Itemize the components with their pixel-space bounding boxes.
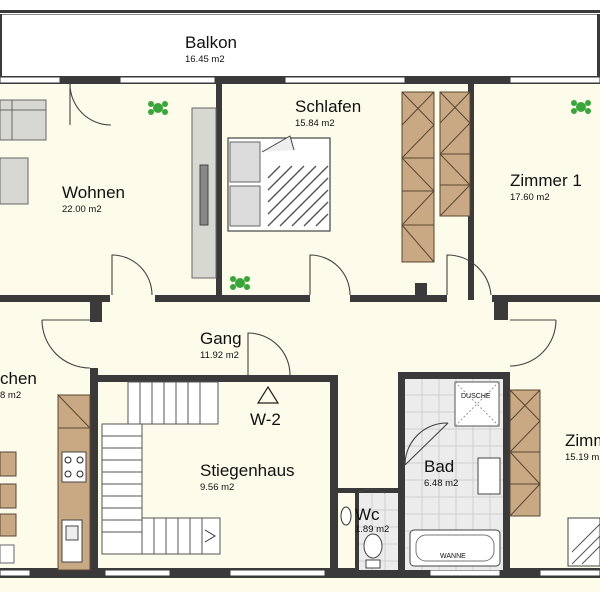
wall-wohnen-schlafen — [216, 84, 222, 300]
wall-jog-1 — [90, 300, 102, 322]
corridor-wall-2 — [155, 295, 310, 302]
area-schlafen: 15.84 m2 — [295, 118, 335, 129]
corridor-wall-4 — [492, 295, 600, 302]
dining-chairs — [0, 451, 17, 537]
label-gang: Gang — [200, 329, 242, 348]
label-stiegenhaus: Stiegenhaus — [200, 461, 295, 480]
window-south-1 — [0, 569, 31, 577]
wall-bad-left — [398, 372, 405, 570]
door-zimmer2-gang — [509, 319, 557, 367]
bed-zimmer2 — [567, 517, 600, 567]
label-wanne: WANNE — [440, 553, 466, 560]
area-bad: 6.48 m2 — [424, 478, 458, 489]
window-north-3 — [284, 76, 406, 84]
armchair — [0, 157, 29, 205]
wall-bad-right — [503, 372, 510, 570]
door-schlafen-gang — [309, 254, 351, 296]
window-south-4 — [429, 569, 501, 577]
door-kuechen-gang — [41, 319, 91, 369]
north-arrow-triangle — [256, 385, 280, 404]
label-balkon: Balkon — [185, 33, 237, 52]
area-gang: 11.92 m2 — [200, 350, 239, 361]
label-schlafen: Schlafen — [295, 97, 361, 116]
wall-kuechen-right — [90, 368, 98, 570]
sofa — [0, 99, 47, 141]
toilet — [363, 533, 383, 569]
tv-wall-unit — [191, 107, 217, 279]
area-zimmer2: 15.19 m2 — [565, 452, 600, 463]
window-south-2 — [104, 569, 171, 577]
label-w2: W-2 — [250, 410, 281, 429]
corridor-wall-3 — [350, 295, 447, 302]
wall-stiegenhaus-top — [98, 375, 338, 382]
wardrobe-schlafen — [401, 91, 435, 263]
door-wc — [356, 488, 386, 494]
balcony-left-edge — [0, 14, 2, 80]
plant-icon-zimmer1 — [571, 100, 591, 114]
plant-icon-wohnen — [148, 101, 168, 115]
area-wohnen: 22.00 m2 — [62, 204, 102, 215]
bathtub — [409, 529, 501, 567]
wall-wc-left — [355, 490, 359, 570]
area-zimmer1: 17.60 m2 — [510, 192, 550, 203]
label-dusche: DUSCHE — [461, 393, 491, 400]
balcony-right-edge — [597, 14, 600, 80]
label-wc: Wc — [355, 505, 380, 524]
wardrobe-zimmer1 — [439, 91, 471, 217]
wall-stiegenhaus-right — [330, 375, 338, 570]
window-south-5 — [539, 569, 600, 577]
window-south-3 — [229, 569, 326, 577]
wall-wc-top — [338, 488, 398, 493]
label-zimmer2: Zimm — [565, 431, 600, 450]
label-zimmer1: Zimmer 1 — [510, 171, 582, 190]
staircase — [101, 381, 221, 555]
window-north-4 — [509, 76, 600, 84]
area-stiegenhaus: 9.56 m2 — [200, 482, 234, 493]
corridor-wall-1 — [0, 295, 110, 302]
wardrobe-zimmer2 — [509, 389, 541, 517]
balcony-area — [0, 0, 600, 80]
plant-icon-schlafen — [230, 276, 250, 290]
wall-jog-3 — [494, 300, 508, 320]
label-wohnen: Wohnen — [62, 183, 125, 202]
wc-tile-floor — [359, 493, 398, 570]
kitchen-counter — [57, 393, 92, 571]
area-wc: 1.89 m2 — [355, 524, 389, 535]
area-balkon: 16.45 m2 — [185, 54, 225, 65]
label-kuechen: chen — [0, 369, 37, 388]
wall-bad-top — [398, 372, 508, 379]
shower-tray — [454, 381, 500, 427]
door-bad — [404, 422, 449, 466]
wc-sink — [340, 506, 352, 526]
kitchen-stool — [0, 544, 15, 564]
area-kuechen: 8 m2 — [0, 390, 21, 401]
door-wohnen-gang — [111, 254, 153, 296]
door-zimmer1-gang — [446, 254, 492, 296]
window-north-1 — [0, 76, 61, 84]
wall-jog-2 — [415, 283, 427, 302]
door-stiegenhaus-gang — [247, 332, 291, 376]
balcony-railing-inner — [0, 14, 600, 15]
balcony-railing — [0, 10, 600, 13]
double-bed — [227, 135, 331, 232]
label-bad: Bad — [424, 457, 454, 476]
washbasin — [477, 457, 501, 495]
door-wohnen-balkon — [69, 83, 112, 126]
window-north-2 — [119, 76, 216, 84]
wall-schlafen-zimmer1 — [468, 84, 474, 300]
